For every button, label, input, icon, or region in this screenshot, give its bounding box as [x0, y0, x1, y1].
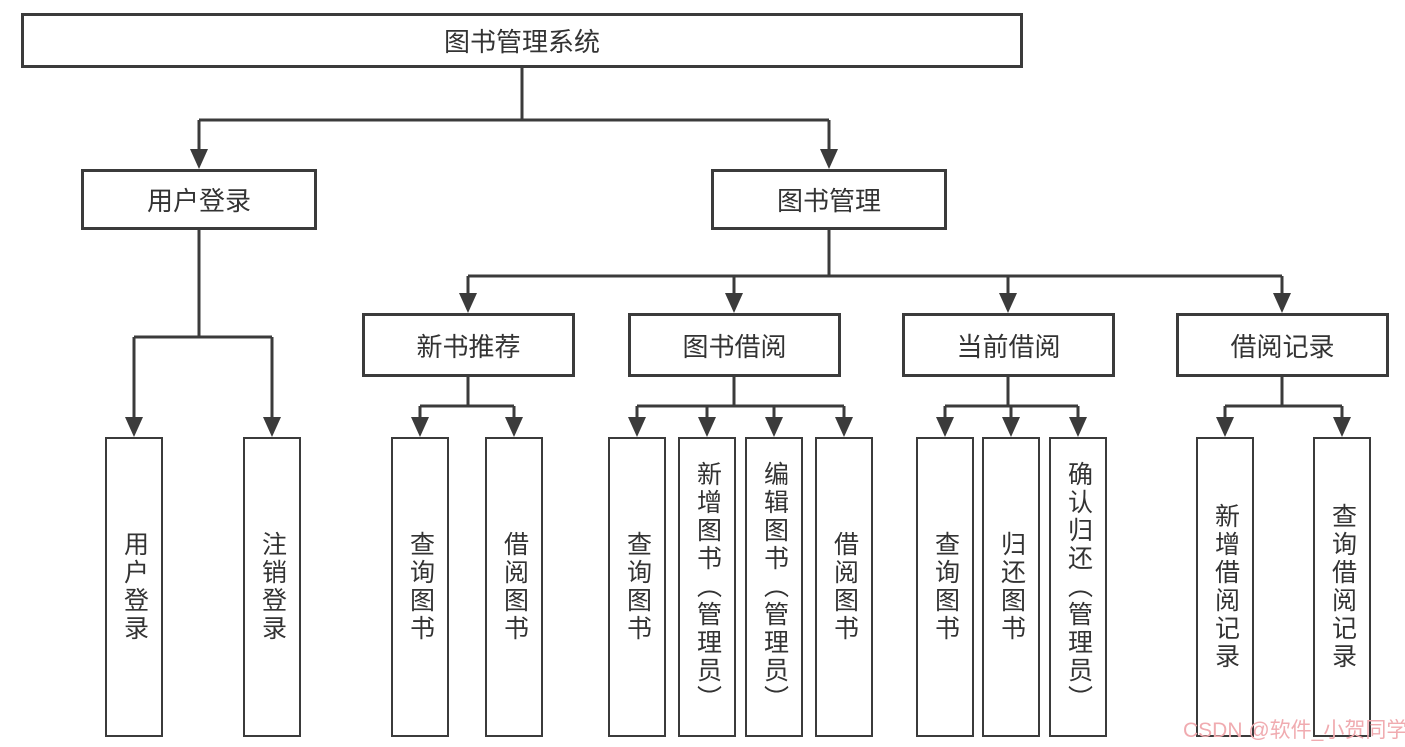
arrowhead [725, 293, 743, 313]
leaf-records-add-record-label: 新增借阅记录 [1211, 503, 1240, 671]
arrowhead [411, 417, 429, 437]
leaf-recommend-borrow-books: 借阅图书 [485, 437, 543, 737]
arrowhead [936, 417, 954, 437]
leaf-user-login-label: 用户登录 [120, 531, 149, 643]
leaf-borrowing-add-books-admin: 新增图书（管理员） [678, 437, 736, 737]
leaf-current-query-books: 查询图书 [916, 437, 974, 737]
leaf-records-query-record-label: 查询借阅记录 [1328, 503, 1357, 671]
leaf-records-query-record: 查询借阅记录 [1313, 437, 1371, 737]
arrowhead [999, 293, 1017, 313]
arrowhead [698, 417, 716, 437]
leaf-borrowing-query-books: 查询图书 [608, 437, 666, 737]
leaf-current-confirm-return-admin: 确认归还（管理员） [1049, 437, 1107, 737]
node-borrow-records-label: 借阅记录 [1230, 331, 1335, 362]
arrowhead [1333, 417, 1351, 437]
leaf-recommend-query-books-label: 查询图书 [406, 531, 435, 643]
node-book-management-label: 图书管理 [776, 186, 881, 216]
arrowhead [1273, 293, 1291, 313]
node-root-label: 图书管理系统 [443, 27, 600, 57]
arrowhead [125, 417, 143, 437]
arrowhead [505, 417, 523, 437]
arrowhead [765, 417, 783, 437]
node-root: 图书管理系统 [21, 13, 1023, 68]
leaf-borrowing-edit-books-admin: 编辑图书（管理员） [745, 437, 803, 737]
leaf-borrowing-borrow-books: 借阅图书 [815, 437, 873, 737]
leaf-borrowing-edit-books-admin-label: 编辑图书（管理员） [760, 461, 789, 713]
node-current-borrowing: 当前借阅 [902, 313, 1115, 377]
arrowhead [190, 149, 208, 169]
leaf-borrowing-add-books-admin-label: 新增图书（管理员） [693, 461, 722, 713]
node-borrow-records: 借阅记录 [1176, 313, 1389, 377]
node-book-management: 图书管理 [711, 169, 947, 230]
node-new-book-recommend-label: 新书推荐 [416, 331, 521, 362]
node-user-login-label: 用户登录 [146, 186, 251, 216]
csdn-watermark: CSDN @软件_小贺同学 [1183, 719, 1405, 742]
arrowhead [1216, 417, 1234, 437]
node-book-borrowing-label: 图书借阅 [682, 331, 787, 362]
node-user-login: 用户登录 [81, 169, 317, 230]
arrowhead [263, 417, 281, 437]
leaf-user-login: 用户登录 [105, 437, 163, 737]
arrowhead [1002, 417, 1020, 437]
leaf-borrowing-query-books-label: 查询图书 [623, 531, 652, 643]
node-current-borrowing-label: 当前借阅 [956, 331, 1061, 362]
leaf-current-return-books: 归还图书 [982, 437, 1040, 737]
arrowhead [1069, 417, 1087, 437]
tree-edges [132, 68, 1344, 419]
leaf-current-return-books-label: 归还图书 [997, 531, 1026, 643]
leaf-borrowing-borrow-books-label: 借阅图书 [830, 531, 859, 643]
leaf-logout: 注销登录 [243, 437, 301, 737]
leaf-current-query-books-label: 查询图书 [931, 531, 960, 643]
node-new-book-recommend: 新书推荐 [362, 313, 575, 377]
node-book-borrowing: 图书借阅 [628, 313, 841, 377]
leaf-logout-label: 注销登录 [258, 531, 287, 643]
leaf-recommend-query-books: 查询图书 [391, 437, 449, 737]
arrowhead [835, 417, 853, 437]
leaf-recommend-borrow-books-label: 借阅图书 [500, 531, 529, 643]
leaf-records-add-record: 新增借阅记录 [1196, 437, 1254, 737]
arrowhead [628, 417, 646, 437]
arrowhead [459, 293, 477, 313]
arrowhead [820, 149, 838, 169]
leaf-current-confirm-return-admin-label: 确认归还（管理员） [1064, 461, 1093, 713]
